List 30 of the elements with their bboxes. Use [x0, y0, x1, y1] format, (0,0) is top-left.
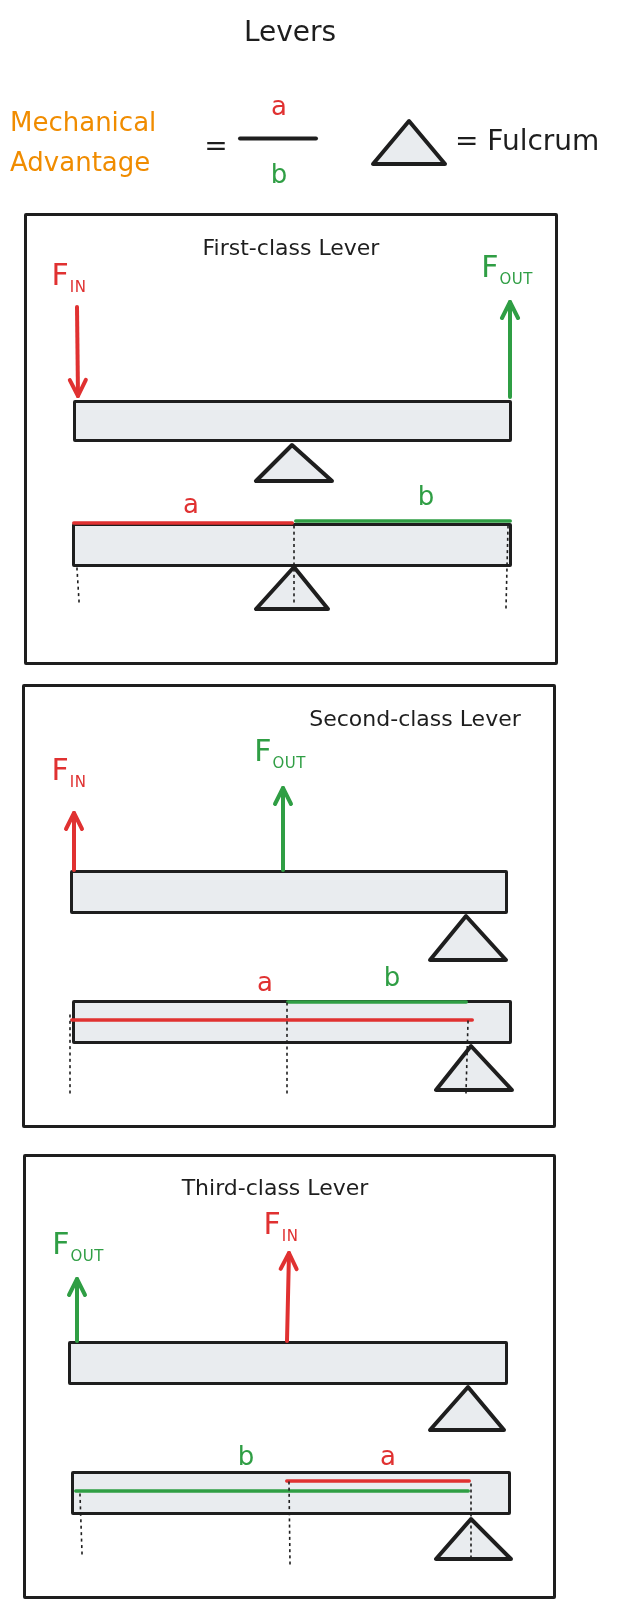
lever-panel [22, 684, 556, 1128]
arm-length-label: a [183, 491, 199, 517]
arm-length-label: a [257, 969, 273, 995]
fulcrum-triangle [253, 564, 331, 612]
equals-sign: = [204, 132, 228, 160]
panel-heading: First-class Lever [202, 237, 380, 259]
force-label: F$_{OUT}$ [254, 735, 306, 771]
force-label: F$_{IN}$ [263, 1208, 299, 1244]
lever-panel [24, 213, 558, 665]
fulcrum-triangle [433, 1516, 514, 1562]
lever-panel [23, 1154, 556, 1599]
force-label: F$_{OUT}$ [52, 1228, 104, 1264]
force-label: F$_{IN}$ [51, 259, 87, 295]
fulcrum-triangle [253, 442, 335, 484]
arm-length-label: b [417, 483, 435, 509]
arm-length-label: a [380, 1443, 396, 1469]
fulcrum-triangle [433, 1043, 515, 1093]
fulcrum-key-text: = Fulcrum [455, 127, 600, 155]
force-label: F$_{IN}$ [51, 754, 87, 790]
arm-length-label: b [383, 964, 401, 990]
panel-heading: Second-class Lever [309, 708, 521, 730]
arm-length-label: b [237, 1443, 255, 1469]
fraction-denominator: b [270, 161, 288, 187]
panel-heading: Third-class Lever [181, 1177, 369, 1199]
fulcrum-triangle [427, 913, 509, 963]
diagram-title: Levers [243, 18, 337, 46]
fulcrum-triangle [427, 1384, 507, 1433]
formula-text: Mechanical Advantage [10, 106, 158, 179]
fraction-numerator: a [271, 93, 287, 119]
force-label: F$_{OUT}$ [481, 251, 533, 287]
